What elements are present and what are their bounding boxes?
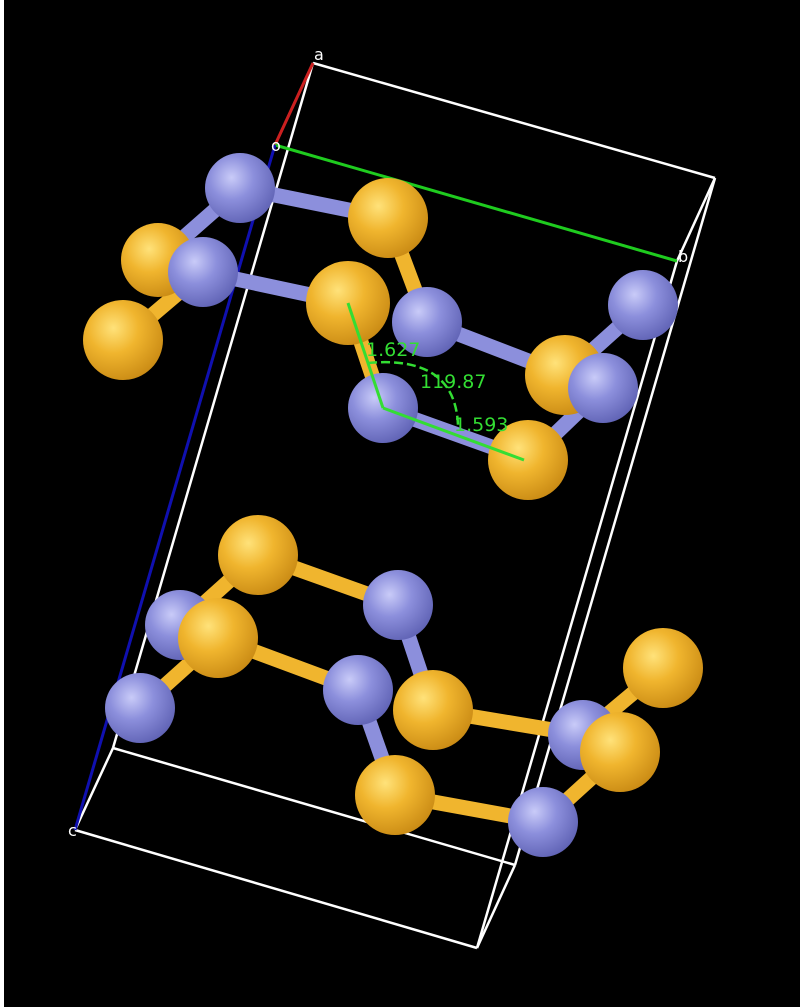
sulfur-atom[interactable] (393, 670, 473, 750)
sulfur-atom[interactable] (623, 628, 703, 708)
a-axis-label: a (314, 45, 324, 64)
phosphorus-atom[interactable] (323, 655, 393, 725)
angle-arc (367, 360, 460, 426)
angle-label: 119.87 (420, 371, 486, 393)
phosphorus-atom[interactable] (105, 673, 175, 743)
sulfur-atom[interactable] (348, 178, 428, 258)
b-axis-line (274, 143, 678, 263)
phosphorus-atom[interactable] (168, 237, 238, 307)
structure-viewer[interactable]: 1.627 119.87 1.593 a o b c (4, 0, 800, 1007)
phosphorus-atom[interactable] (568, 353, 638, 423)
sulfur-atom[interactable] (355, 755, 435, 835)
axis-labels: a o b c (68, 45, 688, 840)
distance-label-2: 1.593 (454, 414, 508, 436)
distance-line-1 (346, 302, 385, 409)
measurement-overlay (346, 302, 525, 462)
b-axis-label: b (678, 247, 688, 266)
viewer-canvas[interactable]: 1.627 119.87 1.593 a o b c (4, 0, 800, 1007)
sulfur-atom[interactable] (83, 300, 163, 380)
viewer-background (4, 0, 800, 1007)
a-axis-line (273, 62, 315, 146)
sulfur-atom[interactable] (218, 515, 298, 595)
phosphorus-atom[interactable] (205, 153, 275, 223)
phosphorus-atom[interactable] (392, 287, 462, 357)
c-axis-label: c (68, 821, 77, 840)
atoms[interactable] (83, 153, 703, 857)
origin-label: o (271, 136, 281, 155)
phosphorus-atom[interactable] (508, 787, 578, 857)
sulfur-atom[interactable] (488, 420, 568, 500)
distance-line-2 (382, 406, 525, 462)
phosphorus-atom[interactable] (363, 570, 433, 640)
distance-label-1: 1.627 (366, 339, 420, 361)
sulfur-atom[interactable] (178, 598, 258, 678)
phosphorus-atom[interactable] (608, 270, 678, 340)
sulfur-atom[interactable] (580, 712, 660, 792)
